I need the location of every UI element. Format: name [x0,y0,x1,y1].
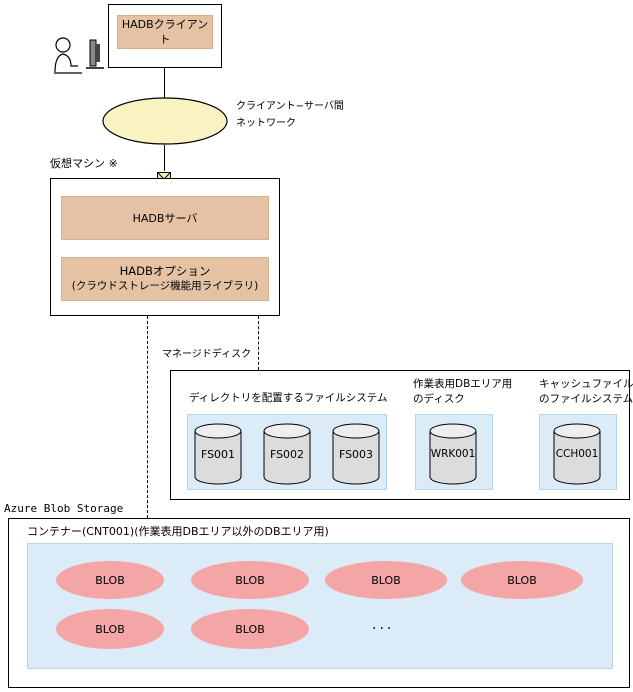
disk-fs003: FS003 [331,422,381,486]
disk-cch001: CCH001 [552,422,602,486]
blob-3: BLOB [325,561,447,599]
user-computer-icon [52,36,108,76]
disk-fs002: FS002 [262,422,312,486]
network-label-line2: ネットワーク [236,118,296,129]
network-label-line1: クライアント−サーバ間 [236,101,344,112]
blob-2: BLOB [191,561,309,599]
vm-box: HADBサーバ HADBオプション (クラウドストレージ機能用ライブラリ) [50,178,280,316]
group3-label-line2: のファイルシステム [539,393,633,405]
managed-disk-label: マネージドディスク [162,349,252,360]
disk-wrk001: WRK001 [428,422,478,486]
disk-cch001-label: CCH001 [555,448,599,460]
group2-label-line2: のディスク [413,393,465,405]
disk-fs003-label: FS003 [338,448,374,461]
hadb-option-line2: (クラウドストレージ機能用ライブラリ) [71,280,259,292]
group3-label-line1: キャッシュファイル用 [539,378,633,390]
container-label: コンテナー(CNT001)(作業表用DBエリア以外のDBエリア用) [27,525,329,538]
disk-wrk001-label: WRK001 [430,448,476,460]
blob-ellipsis: ... [372,617,395,633]
group1-label: ディレクトリを配置するファイルシステム [189,392,388,404]
network-ellipse [102,97,228,145]
disk-fs001: FS001 [193,422,243,486]
storage-box: コンテナー(CNT001)(作業表用DBエリア以外のDBエリア用) [8,518,630,688]
blob-5: BLOB [56,609,164,649]
vm-label: 仮想マシン ※ [50,157,118,170]
client-label: HADBクライアント [117,15,213,49]
disk-fs001-label: FS001 [200,448,236,461]
hadb-server: HADBサーバ [61,196,269,240]
hadb-option: HADBオプション (クラウドストレージ機能用ライブラリ) [61,257,269,301]
blob-4: BLOB [461,561,583,599]
group2-label-line1: 作業表用DBエリア用 [413,378,513,390]
blob-6: BLOB [191,609,309,649]
storage-label: Azure Blob Storage [4,502,124,515]
blob-1: BLOB [56,561,164,599]
disk-fs002-label: FS002 [269,448,305,461]
client-box: HADBクライアント [108,4,222,68]
hadb-option-line1: HADBオプション [119,264,211,278]
